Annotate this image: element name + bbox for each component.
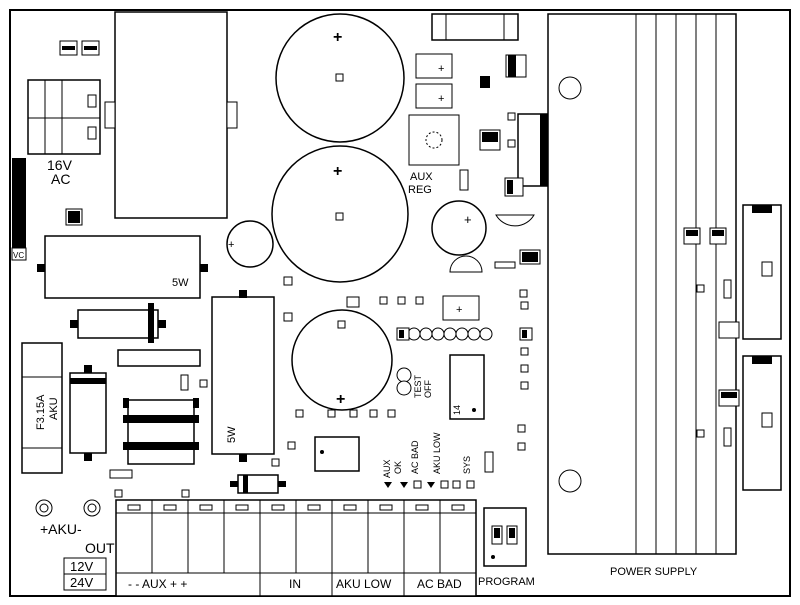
out-24v-label: 24V bbox=[70, 575, 93, 590]
bar-component bbox=[117, 349, 201, 367]
regulator-on-heatsink bbox=[504, 113, 551, 197]
capacitor-vertical bbox=[69, 365, 107, 461]
diode bbox=[230, 474, 286, 494]
smd-ic bbox=[314, 436, 360, 472]
aku-terminal-label: +AKU- bbox=[40, 521, 82, 537]
aku-terminal-minus bbox=[83, 499, 101, 517]
electrolytic-cap-bottom bbox=[291, 309, 393, 411]
out-12v-label: 12V bbox=[70, 559, 93, 574]
out-24v-box bbox=[63, 573, 107, 591]
svg-text:+: + bbox=[456, 304, 462, 316]
terminal-aku-low-label: AKU LOW bbox=[336, 577, 392, 591]
ac-voltage-label: 16V bbox=[47, 157, 73, 173]
svg-text:+: + bbox=[228, 239, 234, 251]
led-aux-ok-label-1: AUX bbox=[382, 459, 392, 478]
terminal-in-label: IN bbox=[289, 577, 301, 591]
terminal-block bbox=[115, 499, 477, 597]
ic-pin-label: 14 bbox=[452, 405, 462, 415]
svg-text:+: + bbox=[336, 391, 345, 408]
svg-text:+: + bbox=[438, 93, 444, 105]
edge-strip bbox=[12, 158, 26, 248]
status-leds bbox=[384, 480, 475, 489]
resistor-network bbox=[407, 327, 493, 341]
transformer bbox=[114, 11, 228, 219]
ac-type-label: AC bbox=[51, 171, 70, 187]
fuse bbox=[21, 342, 63, 474]
out-label: OUT bbox=[85, 540, 115, 556]
terminal-aux-label: - - AUX + + bbox=[128, 577, 187, 591]
led-ac-bad-label: AC BAD bbox=[410, 440, 420, 474]
aux-reg-potentiometer bbox=[408, 114, 460, 166]
program-label: PROGRAM bbox=[478, 576, 535, 588]
coil-inductor bbox=[123, 398, 199, 465]
program-dip-switch bbox=[483, 507, 527, 567]
svg-text:+: + bbox=[464, 212, 472, 227]
capacitor-horizontal-left bbox=[70, 303, 166, 343]
cap-small-center bbox=[431, 200, 487, 256]
aux-caps: + + bbox=[415, 53, 453, 109]
fuse-type: AKU bbox=[48, 397, 60, 420]
test-off-label-1: TEST bbox=[413, 374, 423, 398]
svg-text:+: + bbox=[333, 29, 342, 46]
misc-pads bbox=[114, 112, 732, 498]
test-off-label-2: OFF bbox=[423, 380, 433, 398]
smd-pair-top-left bbox=[59, 40, 100, 56]
aux-reg-label-2: REG bbox=[408, 184, 432, 196]
resistor-top-rating: 5W bbox=[172, 277, 189, 289]
led-aux-ok-label-2: OK bbox=[393, 461, 403, 474]
tamper-switch-bottom bbox=[742, 355, 782, 491]
resistor-vertical-rating: 5W bbox=[226, 426, 238, 443]
tamper-switch-top bbox=[742, 204, 782, 340]
ac-input-connector bbox=[27, 79, 101, 155]
svg-text:+: + bbox=[333, 163, 342, 180]
led-sys-label: SYS bbox=[462, 456, 472, 474]
power-supply-module bbox=[547, 13, 737, 555]
test-off-jumper bbox=[396, 367, 412, 383]
vc-tag: VC bbox=[13, 251, 24, 260]
svg-text:+: + bbox=[438, 63, 444, 75]
led-aku-low-label: AKU LOW bbox=[432, 432, 442, 474]
small-cap-left bbox=[226, 220, 274, 268]
fuse-rating: F3.15A bbox=[35, 394, 47, 430]
resistor-5w-vertical bbox=[211, 296, 275, 455]
transistor-to92 bbox=[495, 214, 535, 227]
ic-dip14 bbox=[449, 354, 485, 420]
terminal-ac-bad-label: AC BAD bbox=[417, 577, 462, 591]
aku-terminal-plus bbox=[35, 499, 53, 517]
power-supply-label: POWER SUPPLY bbox=[610, 566, 698, 578]
aux-reg-label-1: AUX bbox=[410, 171, 433, 183]
fuse-top bbox=[431, 13, 519, 41]
